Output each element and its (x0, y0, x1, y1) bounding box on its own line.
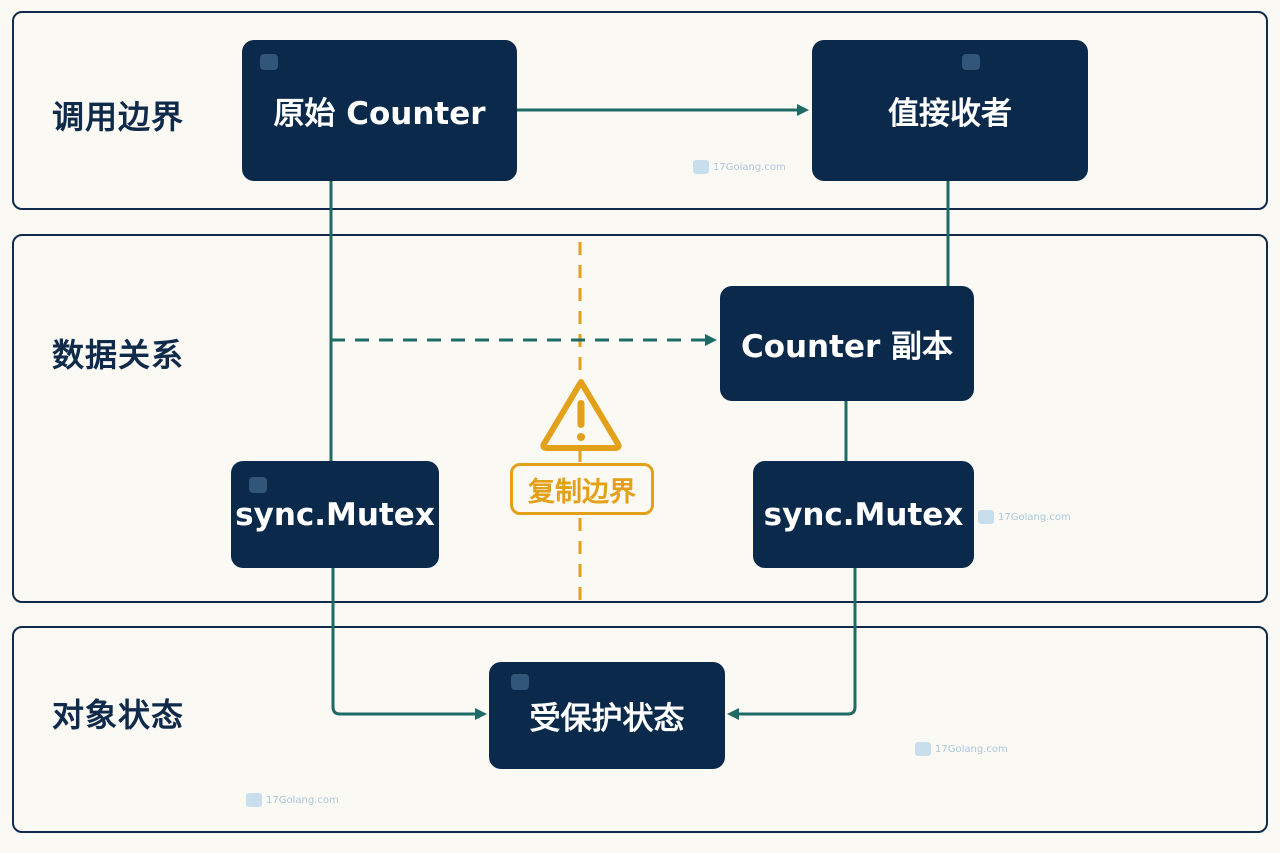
watermark-text: 17Golang.com (998, 511, 1071, 523)
lane-label-object-state: 对象状态 (52, 696, 185, 734)
watermark-icon (962, 54, 980, 70)
node-counter-copy: Counter 副本 (720, 286, 974, 401)
watermark-logo-icon (246, 793, 262, 807)
edge-mutex-to-state-right (727, 567, 857, 720)
node-protected-state: 受保护状态 (489, 662, 725, 769)
watermark-text: 17Golang.com (935, 743, 1008, 755)
node-value-receiver-label: 值接收者 (888, 96, 1012, 132)
watermark: 17Golang.com (915, 742, 1008, 756)
edge-mutex-to-state-left (331, 567, 487, 720)
node-counter-copy-label: Counter 副本 (740, 329, 954, 365)
lane-label-data-relation: 数据关系 (52, 336, 185, 374)
node-original-counter: 原始 Counter (242, 40, 517, 181)
watermark-text: 17Golang.com (713, 161, 786, 173)
node-mutex-original: sync.Mutex (231, 461, 439, 568)
node-protected-state-label: 受保护状态 (529, 701, 685, 737)
watermark-logo-icon (915, 742, 931, 756)
node-mutex-copy: sync.Mutex (753, 461, 974, 568)
node-mutex-copy-label: sync.Mutex (763, 496, 964, 533)
lane-label-call-boundary: 调用边界 (52, 98, 185, 136)
watermark: 17Golang.com (693, 160, 786, 174)
watermark-text: 17Golang.com (266, 794, 339, 806)
watermark-logo-icon (978, 510, 994, 524)
watermark-icon (511, 674, 529, 690)
warning-triangle-icon (540, 379, 622, 451)
watermark: 17Golang.com (978, 510, 1071, 524)
watermark: 17Golang.com (246, 793, 339, 807)
node-mutex-original-label: sync.Mutex (235, 496, 435, 533)
watermark-icon (249, 477, 267, 493)
node-original-counter-label: 原始 Counter (273, 96, 486, 132)
watermark-icon (260, 54, 278, 70)
lane-data-relation (12, 234, 1268, 603)
node-value-receiver: 值接收者 (812, 40, 1088, 181)
copy-boundary-label: 复制边界 (510, 463, 654, 515)
watermark-logo-icon (693, 160, 709, 174)
